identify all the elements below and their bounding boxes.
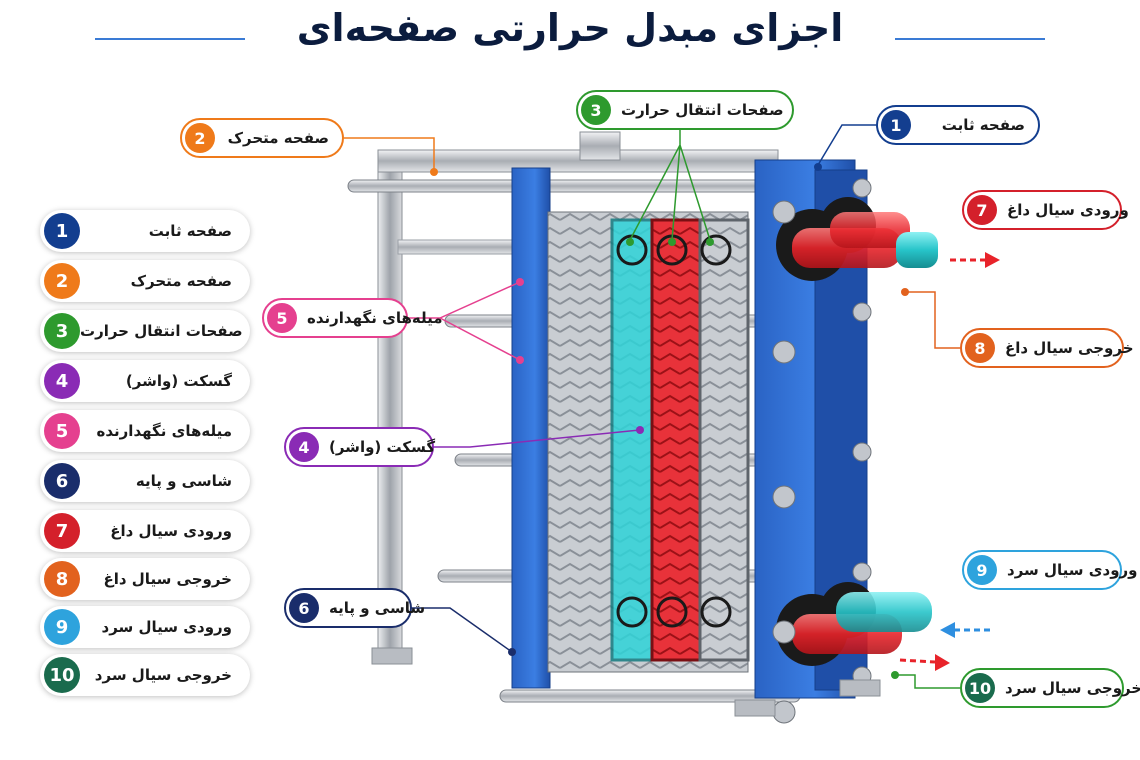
title-divider-left: [95, 38, 245, 40]
callout-number-badge: 5: [267, 303, 297, 333]
callout-cold-inlet: 9 ورودی سیال سرد: [962, 550, 1137, 590]
callout-tie-rods: 5 میله‌های نگهدارنده: [262, 298, 442, 338]
legend-number-badge: 1: [44, 213, 80, 249]
callout-heat-transfer-plates: 3 صفحات انتقال حرارت: [576, 90, 794, 130]
callout-number-badge: 7: [967, 195, 997, 225]
legend-item-hot-outlet: 8 خروجی سیال داغ: [40, 558, 250, 600]
callout-label: صفحات انتقال حرارت: [621, 101, 784, 119]
callout-gasket: 4 گسکت (واشر): [284, 427, 435, 467]
callout-movable-plate: 2 صفحه متحرک: [180, 118, 344, 158]
legend-label: خروجی سیال سرد: [94, 666, 232, 684]
callout-number-badge: 6: [289, 593, 319, 623]
legend-item-fixed-plate: 1 صفحه ثابت: [40, 210, 250, 252]
callout-label: شاسی و پایه: [329, 599, 426, 617]
legend-label: خروجی سیال داغ: [103, 570, 232, 588]
callout-label: میله‌های نگهدارنده: [307, 309, 443, 327]
legend-number-badge: 6: [44, 463, 80, 499]
callout-frame-base: 6 شاسی و پایه: [284, 588, 425, 628]
callout-label: صفحه متحرک: [227, 129, 329, 147]
callout-label: خروجی سیال داغ: [1005, 339, 1134, 357]
callout-hot-inlet: 7 ورودی سیال داغ: [962, 190, 1129, 230]
legend-number-badge: 3: [44, 313, 80, 349]
callout-hot-outlet: 8 خروجی سیال داغ: [960, 328, 1134, 368]
callout-number-badge: 1: [881, 110, 911, 140]
callout-number-badge: 2: [185, 123, 215, 153]
legend-number-badge: 10: [44, 657, 80, 693]
legend-label: میله‌های نگهدارنده: [96, 422, 232, 440]
callout-cold-outlet: 10 خروجی سیال سرد: [960, 668, 1140, 708]
legend-item-cold-inlet: 9 ورودی سیال سرد: [40, 606, 250, 648]
callout-fixed-plate: 1 صفحه ثابت: [876, 105, 1040, 145]
callout-number-badge: 10: [965, 673, 995, 703]
legend-item-tie-rods: 5 میله‌های نگهدارنده: [40, 410, 250, 452]
callout-label: صفحه ثابت: [941, 116, 1025, 134]
legend-item-frame-base: 6 شاسی و پایه: [40, 460, 250, 502]
legend-number-badge: 2: [44, 263, 80, 299]
title-divider-right: [895, 38, 1045, 40]
legend-label: صفحه ثابت: [148, 222, 232, 240]
legend-number-badge: 4: [44, 363, 80, 399]
page-title: اجزای مبدل حرارتی صفحه‌ای: [296, 6, 844, 50]
callout-number-badge: 4: [289, 432, 319, 462]
legend-number-badge: 8: [44, 561, 80, 597]
legend-item-movable-plate: 2 صفحه متحرک: [40, 260, 250, 302]
callout-label: ورودی سیال داغ: [1007, 201, 1129, 219]
legend-label: شاسی و پایه: [135, 472, 232, 490]
legend-item-gasket: 4 گسکت (واشر): [40, 360, 250, 402]
callout-label: خروجی سیال سرد: [1005, 679, 1140, 697]
legend-label: ورودی سیال داغ: [110, 522, 232, 540]
legend-number-badge: 9: [44, 609, 80, 645]
legend-number-badge: 7: [44, 513, 80, 549]
legend-item-cold-outlet: 10 خروجی سیال سرد: [40, 654, 250, 696]
legend-label: گسکت (واشر): [125, 372, 232, 390]
legend-item-hot-inlet: 7 ورودی سیال داغ: [40, 510, 250, 552]
legend-number-badge: 5: [44, 413, 80, 449]
legend-label: ورودی سیال سرد: [101, 618, 232, 636]
legend-label: صفحات انتقال حرارت: [80, 322, 243, 340]
callout-label: ورودی سیال سرد: [1007, 561, 1138, 579]
callout-number-badge: 8: [965, 333, 995, 363]
callout-number-badge: 3: [581, 95, 611, 125]
legend-label: صفحه متحرک: [130, 272, 232, 290]
callout-label: گسکت (واشر): [329, 438, 436, 456]
callout-number-badge: 9: [967, 555, 997, 585]
legend-item-heat-transfer-plates: 3 صفحات انتقال حرارت: [40, 310, 250, 352]
